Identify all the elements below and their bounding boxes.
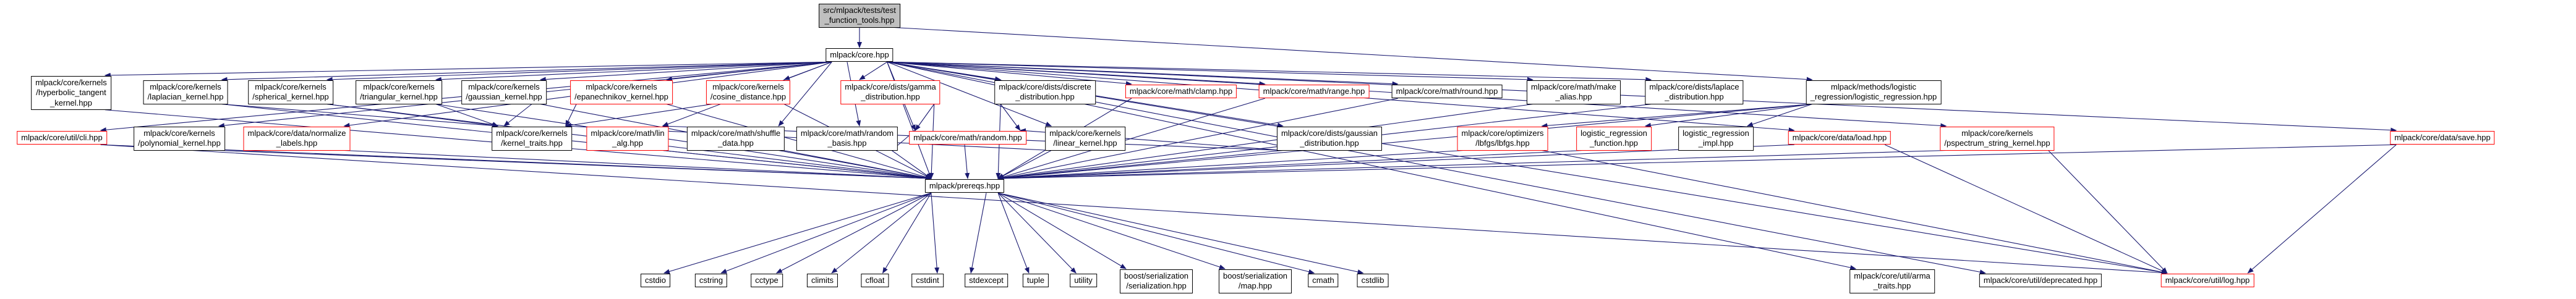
graph-node-polynomial-kernel[interactable]: mlpack/core/kernels /polynomial_kernel.h… xyxy=(134,127,225,151)
graph-node-math-random[interactable]: mlpack/core/math/random.hpp xyxy=(909,131,1026,145)
graph-node-discrete-distribution[interactable]: mlpack/core/dists/discrete _distribution… xyxy=(994,80,1096,104)
graph-node-util-log[interactable]: mlpack/core/util/log.hpp xyxy=(2160,274,2254,288)
graph-node-random-basis[interactable]: mlpack/core/math/random _basis.hpp xyxy=(796,127,898,151)
graph-node-cmath[interactable]: cmath xyxy=(1308,274,1339,288)
graph-node-cstring[interactable]: cstring xyxy=(694,274,728,288)
graph-node-lin-alg[interactable]: mlpack/core/math/lin _alg.hpp xyxy=(586,127,669,151)
graph-node-tuple[interactable]: tuple xyxy=(1022,274,1049,288)
graph-node-data-load[interactable]: mlpack/core/data/load.hpp xyxy=(1788,131,1891,145)
graph-node-cstdint[interactable]: cstdint xyxy=(911,274,944,288)
graph-node-gamma-distribution[interactable]: mlpack/core/dists/gamma _distribution.hp… xyxy=(840,80,940,104)
graph-node-cstdlib[interactable]: cstdlib xyxy=(1357,274,1389,288)
graph-node-utility[interactable]: utility xyxy=(1070,274,1097,288)
graph-node-spherical-kernel[interactable]: mlpack/core/kernels /spherical_kernel.hp… xyxy=(248,80,333,104)
graph-node-boost-serialization[interactable]: boost/serialization /serialization.hpp xyxy=(1119,269,1193,293)
graph-node-make-alias[interactable]: mlpack/core/math/make _alias.hpp xyxy=(1527,80,1621,104)
graph-node-mlpack-core[interactable]: mlpack/core.hpp xyxy=(825,48,893,62)
graph-node-cstdio[interactable]: cstdio xyxy=(641,274,670,288)
graph-node-logistic-regression[interactable]: mlpack/methods/logistic _regression/logi… xyxy=(1806,80,1942,104)
graph-node-linear-kernel[interactable]: mlpack/core/kernels /linear_kernel.hpp xyxy=(1045,127,1125,151)
graph-node-prereqs[interactable]: mlpack/prereqs.hpp xyxy=(924,179,1005,193)
graph-node-util-cli[interactable]: mlpack/core/util/cli.hpp xyxy=(17,131,107,145)
graph-node-gaussian-kernel[interactable]: mlpack/core/kernels /gaussian_kernel.hpp xyxy=(461,80,547,104)
graph-node-util-deprecated[interactable]: mlpack/core/util/deprecated.hpp xyxy=(1979,274,2102,288)
graph-node-logistic-regression-impl[interactable]: logistic_regression _impl.hpp xyxy=(1678,127,1754,151)
graph-node-epanechnikov-kernel[interactable]: mlpack/core/kernels /epanechnikov_kernel… xyxy=(570,80,673,104)
graph-node-arma-traits[interactable]: mlpack/core/util/arma _traits.hpp xyxy=(1849,269,1935,293)
graph-node-kernel-traits[interactable]: mlpack/core/kernels /kernel_traits.hpp xyxy=(492,127,572,151)
graph-node-cosine-distance[interactable]: mlpack/core/kernels /cosine_distance.hpp xyxy=(706,80,791,104)
graph-node-boost-serialization-map[interactable]: boost/serialization /map.hpp xyxy=(1218,269,1292,293)
graph-node-climits[interactable]: climits xyxy=(806,274,838,288)
graph-node-test-function-tools[interactable]: src/mlpack/tests/test _function_tools.hp… xyxy=(819,4,900,28)
graph-node-hyperbolic-tangent-kernel[interactable]: mlpack/core/kernels /hyperbolic_tangent … xyxy=(31,76,111,110)
graph-node-math-range[interactable]: mlpack/core/math/range.hpp xyxy=(1258,85,1370,99)
graph-node-normalize-labels[interactable]: mlpack/core/data/normalize _labels.hpp xyxy=(243,127,351,151)
graph-node-shuffle-data[interactable]: mlpack/core/math/shuffle _data.hpp xyxy=(686,127,785,151)
graph-node-data-save[interactable]: mlpack/core/data/save.hpp xyxy=(2390,131,2495,145)
graph-node-lbfgs[interactable]: mlpack/core/optimizers /lbfgs/lbfgs.hpp xyxy=(1457,127,1548,151)
graph-node-logistic-regression-function[interactable]: logistic_regression _function.hpp xyxy=(1576,127,1652,151)
graph-node-triangular-kernel[interactable]: mlpack/core/kernels /triangular_kernel.h… xyxy=(356,80,442,104)
graph-node-laplace-distribution[interactable]: mlpack/core/dists/laplace _distribution.… xyxy=(1645,80,1744,104)
graph-node-math-clamp[interactable]: mlpack/core/math/clamp.hpp xyxy=(1125,85,1237,99)
graph-node-cfloat[interactable]: cfloat xyxy=(861,274,889,288)
graph-node-pspectrum-string-kernel[interactable]: mlpack/core/kernels /pspectrum_string_ke… xyxy=(1940,127,2055,151)
graph-node-cctype[interactable]: cctype xyxy=(751,274,783,288)
graph-node-math-round[interactable]: mlpack/core/math/round.hpp xyxy=(1391,85,1503,99)
graph-node-stdexcept[interactable]: stdexcept xyxy=(965,274,1008,288)
graph-node-gaussian-distribution[interactable]: mlpack/core/dists/gaussian _distribution… xyxy=(1276,127,1383,151)
graph-node-laplacian-kernel[interactable]: mlpack/core/kernels /laplacian_kernel.hp… xyxy=(143,80,228,104)
